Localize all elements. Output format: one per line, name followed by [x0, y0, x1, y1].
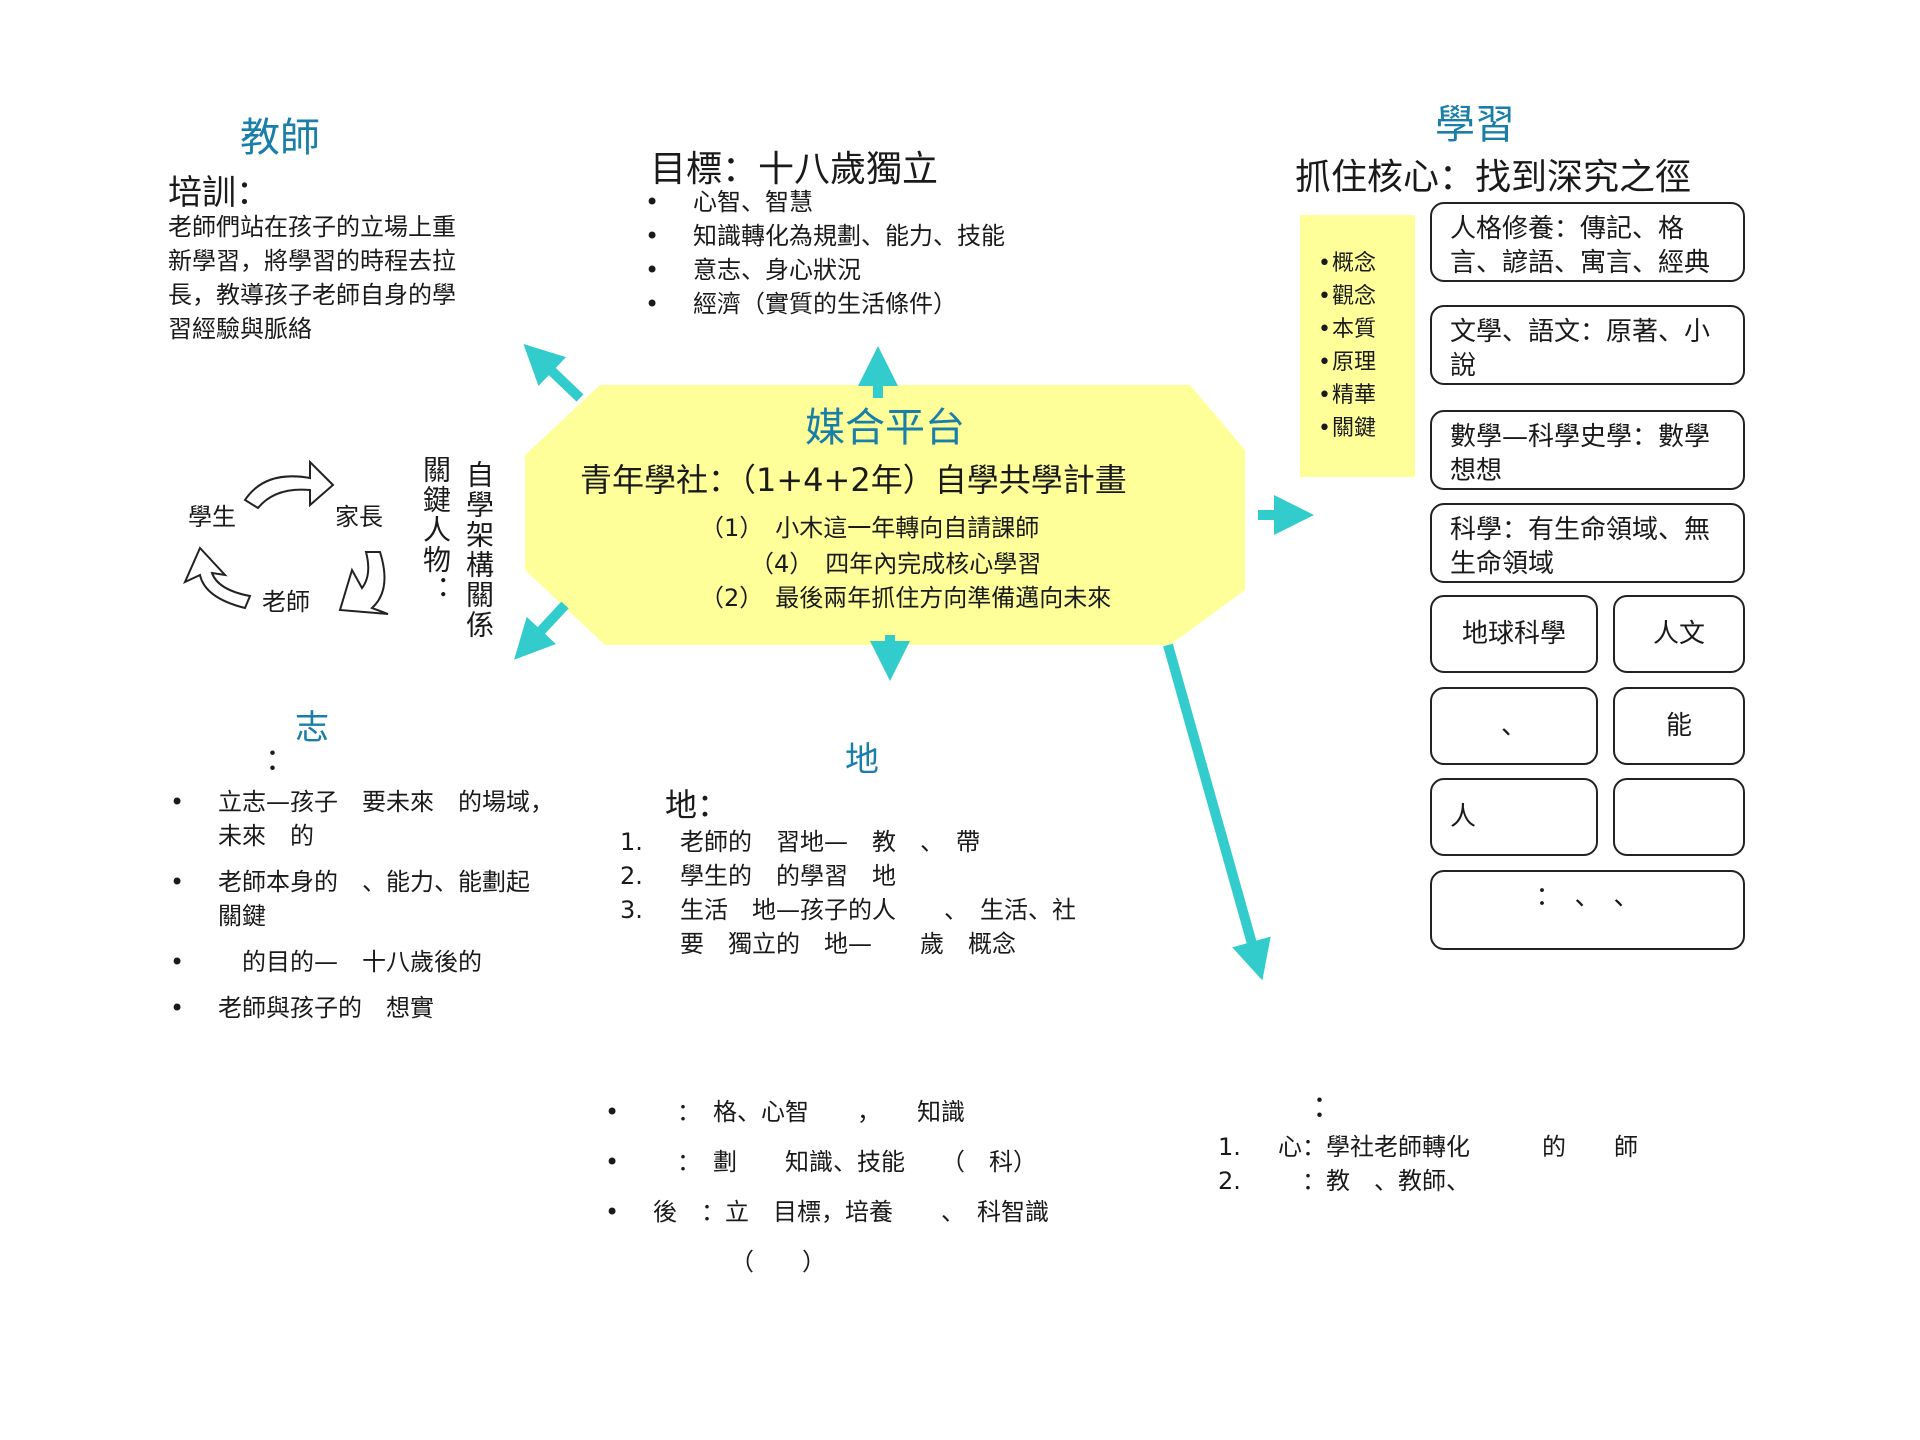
learning-box-8: 能	[1613, 687, 1745, 765]
will-item: 的目的— 十八歲後的	[170, 945, 550, 979]
arrow-to-teacher	[523, 343, 584, 402]
bottom-right-item: 1.心：學社老師轉化 的 師	[1218, 1133, 1638, 1161]
land-item: 1.老師的 習地— 教 、 帶	[620, 828, 980, 856]
key-people-label: 關鍵人物：	[419, 455, 452, 605]
bottom-right-item: 2. ：教 、教師、	[1218, 1167, 1470, 1195]
will-item: 立志—孩子 要未來 的場域， 未來 的	[170, 785, 566, 853]
learning-box-7: 、	[1430, 687, 1598, 765]
cycle-student-label: 學生	[188, 503, 236, 531]
bottom-center-item: 後 ：立 目標，培養 、 科智識	[605, 1195, 1165, 1229]
concepts-list: 概念 觀念 本質 原理 精華 關鍵	[1318, 247, 1415, 445]
center-line-4: （2） 最後兩年抓住方向準備邁向未來	[700, 584, 1112, 612]
learning-box-humanities: 人文	[1613, 595, 1745, 673]
concepts-panel: 概念 觀念 本質 原理 精華 關鍵	[1300, 215, 1415, 477]
learning-box-science: 科學：有生命領域、無生命領域	[1430, 503, 1745, 583]
concept-item: 關鍵	[1318, 412, 1415, 445]
learning-box-11: ： 、 、	[1430, 870, 1745, 950]
bottom-center-item: ： 劃 知識、技能 （ 科）	[605, 1145, 1165, 1179]
learning-title: 學習	[1435, 102, 1515, 148]
goal-item: 心智、智慧	[645, 185, 1065, 219]
concept-item: 原理	[1318, 346, 1415, 379]
will-item: 老師與孩子的 想實	[170, 991, 550, 1025]
center-octagon	[525, 385, 1245, 645]
goal-item: 意志、身心狀況	[645, 253, 1065, 287]
learning-box-character: 人格修養：傳記、格言、諺語、寓言、經典	[1430, 202, 1745, 282]
land-title: 地	[845, 740, 879, 780]
cycle-arrow-parent-to-teacher	[338, 551, 389, 615]
bottom-center-list: ： 格、心智 ， 知識 ： 劃 知識、技能 （ 科） 後 ：立 目標，培養 、 …	[605, 1095, 1165, 1229]
learning-box-math: 數學—科學史學：數學想想	[1430, 410, 1745, 490]
concept-item: 本質	[1318, 313, 1415, 346]
goal-title: 目標：十八歲獨立	[650, 149, 939, 190]
cycle-teacher-label: 老師	[262, 588, 310, 616]
learning-box-10	[1613, 778, 1745, 856]
center-line-1: 青年學社：（1+4+2年）自學共學計畫	[580, 461, 1127, 499]
will-colon: ：	[265, 743, 295, 778]
cycle-arrow-student-to-parent	[243, 459, 335, 510]
center-title: 媒合平台	[805, 405, 965, 451]
goal-list: 心智、智慧 知識轉化為規劃、能力、技能 意志、身心狀況 經濟（實質的生活條件）	[645, 185, 1065, 321]
self-learning-structure-label: 自學架構關係	[462, 460, 495, 640]
will-title: 志	[295, 708, 329, 748]
arrow-to-bottom-right	[1163, 643, 1271, 981]
center-line-2: （1） 小木這一年轉向自請課師	[700, 514, 1040, 542]
learning-box-literature: 文學、語文：原著、小說	[1430, 305, 1745, 385]
teacher-body: 老師們站在孩子的立場上重新學習，將學習的時程去拉長，教導孩子老師自身的學習經驗與…	[168, 213, 456, 343]
cycle-arrow-teacher-to-student	[183, 546, 252, 610]
goal-item: 經濟（實質的生活條件）	[645, 287, 1065, 321]
center-line-3: （4） 四年內完成核心學習	[750, 550, 1042, 578]
bottom-center-paren: （ ）	[730, 1248, 826, 1276]
learning-subtitle: 抓住核心：找到深究之徑	[1295, 157, 1692, 198]
concept-item: 概念	[1318, 247, 1415, 280]
teacher-subtitle: 培訓：	[168, 173, 270, 213]
will-item: 老師本身的 、能力、能劃起關鍵	[170, 865, 550, 933]
bottom-center-item: ： 格、心智 ， 知識	[605, 1095, 1165, 1129]
bottom-right-list: 1.心：學社老師轉化 的 師 2. ：教 、教師、	[1218, 1130, 1738, 1198]
teacher-title: 教師	[240, 115, 320, 161]
concept-item: 精華	[1318, 379, 1415, 412]
arrow-to-will	[514, 601, 569, 660]
learning-box-earth-science: 地球科學	[1430, 595, 1598, 673]
land-item: 要 獨立的 地— 歲 概念	[680, 930, 1016, 958]
bottom-right-colon: ：	[1312, 1090, 1342, 1125]
land-list: 1.老師的 習地— 教 、 帶 2.學生的 的學習 地 3.生活 地—孩子的人 …	[620, 825, 1140, 961]
goal-item: 知識轉化為規劃、能力、技能	[645, 219, 1065, 253]
will-list: 立志—孩子 要未來 的場域， 未來 的 老師本身的 、能力、能劃起關鍵 的目的—…	[170, 785, 566, 1025]
land-item: 3.生活 地—孩子的人 、 生活、社	[620, 896, 1076, 924]
land-subtitle: 地：	[665, 786, 730, 824]
concept-item: 觀念	[1318, 280, 1415, 313]
learning-box-9: 人	[1430, 778, 1598, 856]
cycle-parent-label: 家長	[335, 503, 383, 531]
land-item: 2.學生的 的學習 地	[620, 862, 896, 890]
